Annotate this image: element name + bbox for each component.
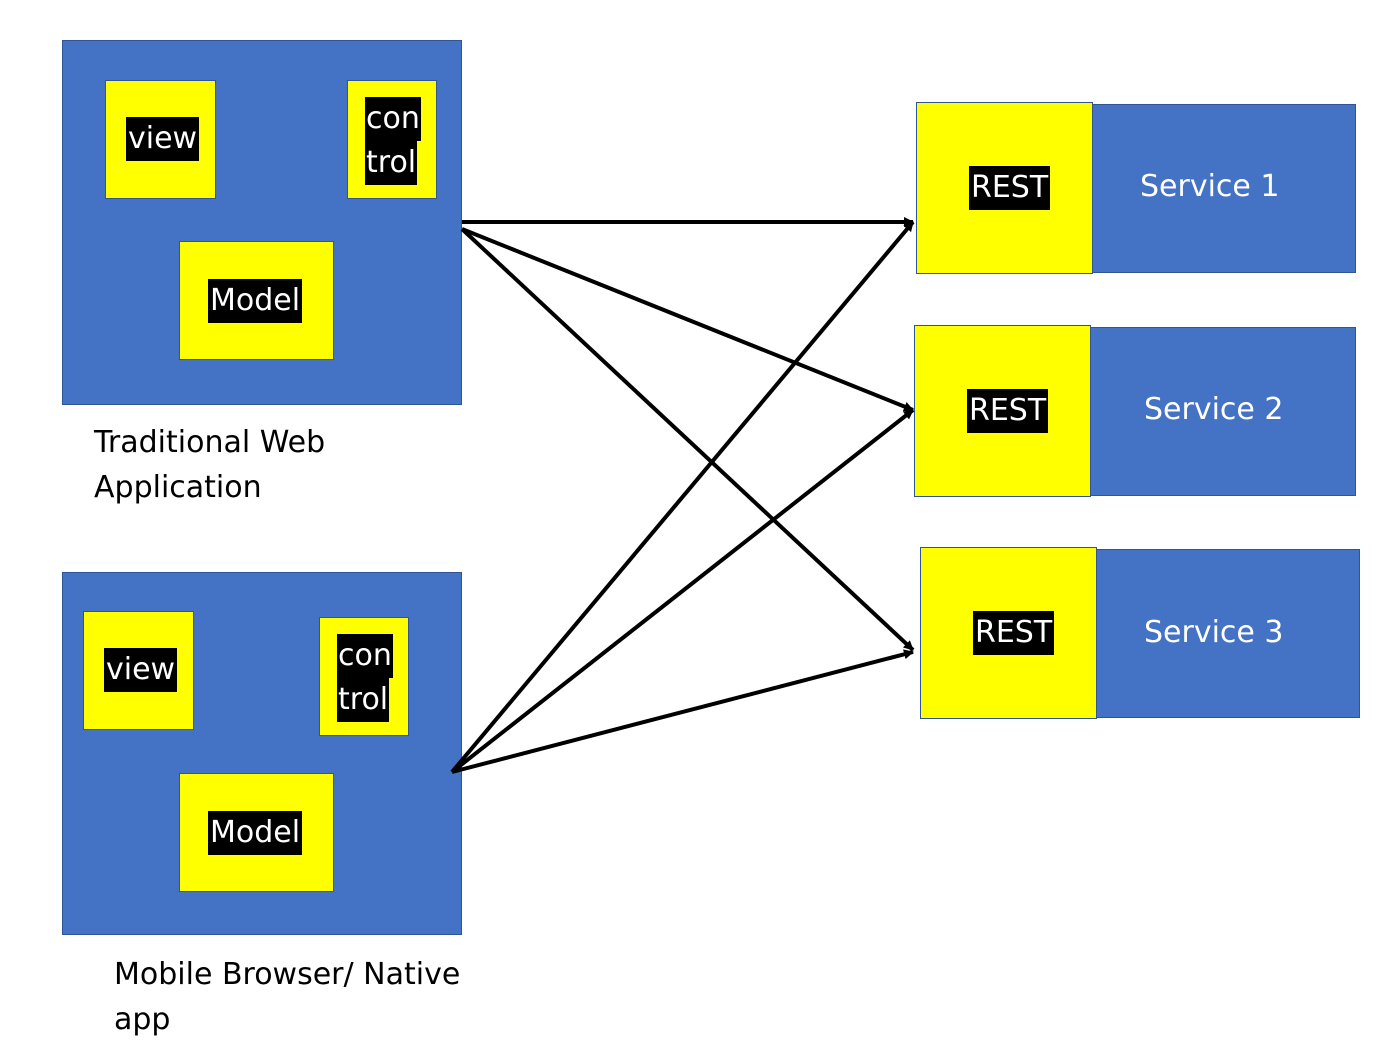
service-3-rest-label: REST xyxy=(973,611,1055,655)
web-app-caption-line2: Application xyxy=(94,470,262,505)
service-1-label: Service 1 xyxy=(1140,169,1280,204)
service-1-rest-label: REST xyxy=(969,166,1051,210)
mobile-app-control-box: con trol xyxy=(319,617,409,736)
web-app-view-box: view xyxy=(105,80,216,199)
service-2-rest-label: REST xyxy=(967,389,1049,433)
service-2-box: Service 2 xyxy=(1090,327,1356,496)
mobile-app-view-label: view xyxy=(104,648,178,692)
arrow-mobile-to-service-3 xyxy=(451,649,914,774)
service-3-box: Service 3 xyxy=(1096,549,1360,718)
mobile-app-caption: Mobile Browser/ Native app xyxy=(114,952,460,1042)
mobile-app-model-box: Model xyxy=(179,773,334,892)
web-app-control-line2: trol xyxy=(365,141,418,185)
web-app-caption: Traditional Web Application xyxy=(94,420,325,510)
web-app-model-box: Model xyxy=(179,241,334,360)
mobile-app-control-line1: con xyxy=(337,634,393,678)
arrow-web-to-service-3 xyxy=(460,227,915,652)
service-3-label: Service 3 xyxy=(1144,615,1284,650)
mobile-app-model-label: Model xyxy=(208,811,303,855)
service-1-box: Service 1 xyxy=(1092,104,1356,273)
mobile-app-control-label: con trol xyxy=(337,634,393,722)
arrow-mobile-to-service-2 xyxy=(450,408,915,774)
service-2-rest-box: REST xyxy=(914,325,1091,497)
web-app-control-line1: con xyxy=(365,97,421,141)
mobile-app-control-line2: trol xyxy=(337,678,390,722)
arrow-mobile-to-service-1 xyxy=(450,220,915,774)
mobile-app-caption-line1: Mobile Browser/ Native xyxy=(114,957,461,992)
web-app-view-label: view xyxy=(126,117,200,161)
web-app-caption-line1: Traditional Web xyxy=(94,425,326,460)
service-3-rest-box: REST xyxy=(920,547,1097,719)
service-1-rest-box: REST xyxy=(916,102,1093,274)
web-app-control-label: con trol xyxy=(365,97,421,185)
arrow-web-to-service-2 xyxy=(461,227,914,412)
web-app-model-label: Model xyxy=(208,279,303,323)
service-2-label: Service 2 xyxy=(1144,392,1284,427)
mobile-app-caption-line2: app xyxy=(114,1002,171,1037)
mobile-app-view-box: view xyxy=(83,611,194,730)
web-app-control-box: con trol xyxy=(347,80,437,199)
